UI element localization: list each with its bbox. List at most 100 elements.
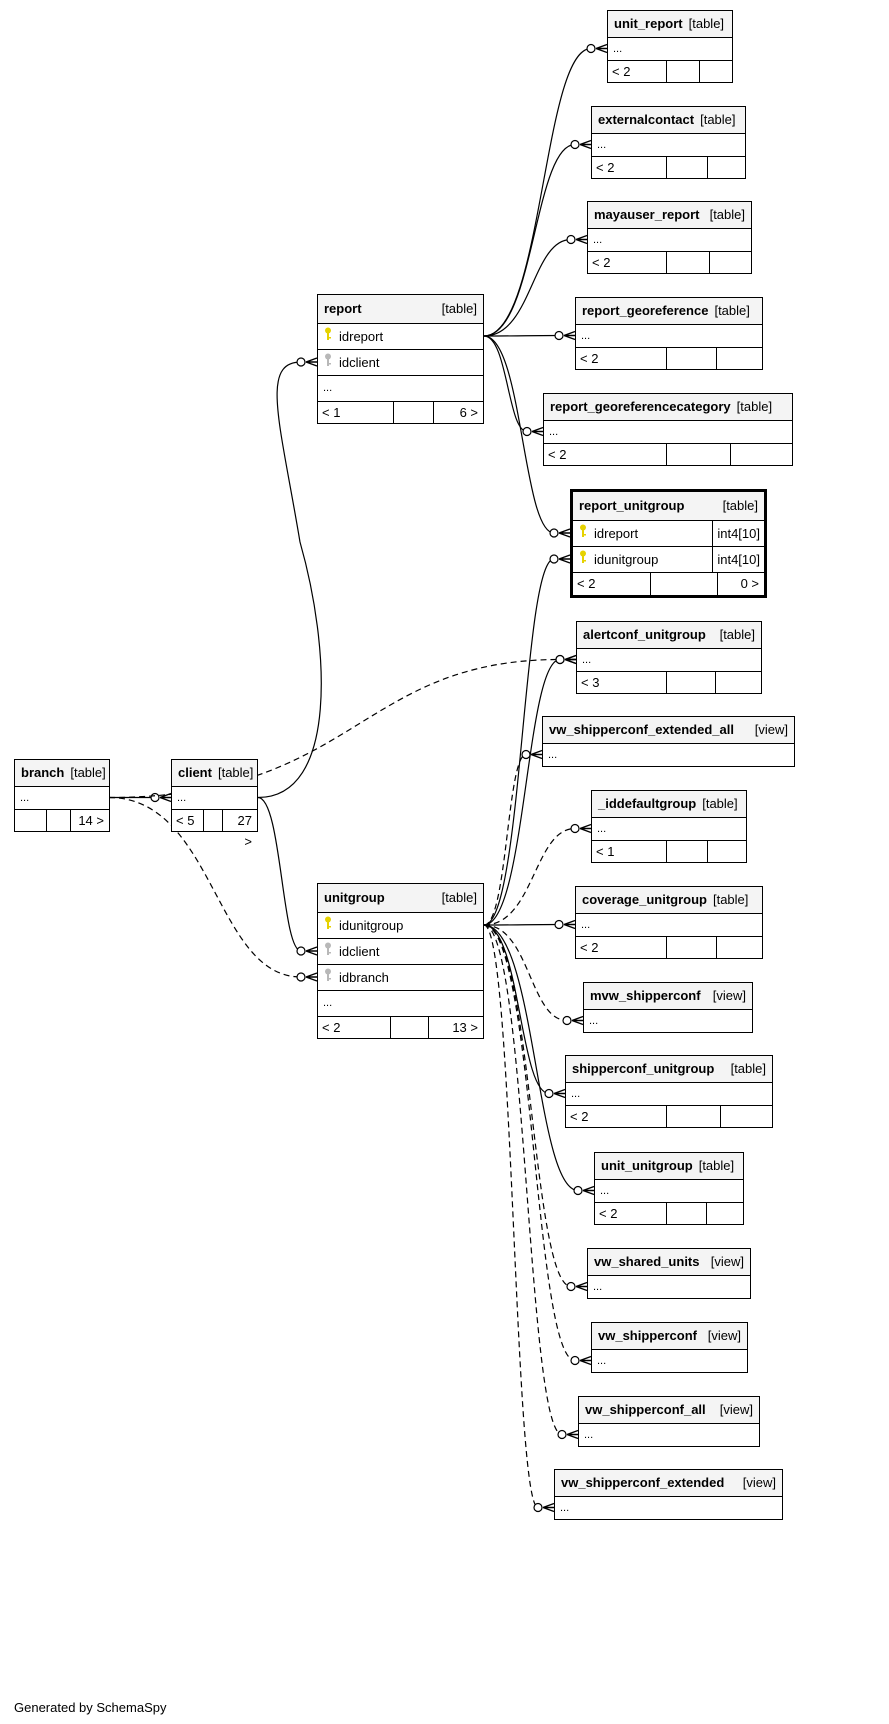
relationship-line-client-to-report [257,361,322,799]
parents-count: < 2 [577,576,596,591]
relationship-line-unitgroup-to-mvw-shipperconf [483,924,568,1022]
children-count: 6 > [433,402,483,423]
table-report-georeferencecategory[interactable]: report_georeferencecategory[table]... < 2 [543,393,793,466]
crows-foot-marker [579,139,592,150]
crows-foot-marker [563,330,576,341]
children-count: 14 > [70,810,109,831]
table-type: [view] [742,1475,776,1490]
optional-circle-marker [533,1502,543,1513]
parents-count: < 2 [596,160,615,175]
table-unit-unitgroup[interactable]: unit_unitgroup[table]...< 2 [594,1152,744,1225]
optional-circle-marker [570,139,580,150]
children-count: 27 > [222,810,257,849]
children-count: 0 > [717,573,764,595]
relationship-line-unitgroup-to-vw-shipperconf-all [483,924,563,1436]
table-footer: < 2 [588,251,751,273]
table-name: vw_shipperconf_extended [561,1475,725,1490]
ellipsis-row: ... [172,786,257,809]
parents-count: < 2 [548,447,567,462]
parents-count [15,810,46,831]
table-vw-shared-units[interactable]: vw_shared_units[view]... [587,1248,751,1299]
table-type: [table] [70,765,106,780]
table-name: client [178,765,212,780]
table-name: mayauser_report [594,207,700,222]
parents-count: < 3 [581,675,600,690]
children-count [715,672,761,693]
table-name: report_unitgroup [579,498,685,513]
parents-count: < 2 [570,1109,589,1124]
crows-foot-marker [566,1429,579,1440]
table-name: shipperconf_unitgroup [572,1061,715,1076]
table-name: branch [21,765,65,780]
table-externalcontact[interactable]: externalcontact[table]...< 2 [591,106,746,179]
table-shipperconf-unitgroup[interactable]: shipperconf_unitgroup[table]...< 2 [565,1055,773,1128]
table-footer: < 2 0 > [573,572,764,595]
table-vw-shipperconf-extended-all[interactable]: vw_shipperconf_extended_all[view]... [542,716,795,767]
table-type: [table] [722,498,758,513]
footer-spacer [666,61,699,82]
parents-count: < 2 [580,351,599,366]
optional-circle-marker [555,654,565,665]
footer-spacer [390,1017,428,1038]
primary-key-icon [323,324,333,349]
table-type: [table] [712,892,749,907]
ellipsis-row: ... [544,420,792,443]
table-vw-shipperconf-all[interactable]: vw_shipperconf_all[view]... [578,1396,760,1447]
relationship-line-unitgroup-to-vw-shipperconf-extended-all [483,753,527,926]
table-header: report_unitgroup [table] [573,492,764,520]
table-type: [table] [700,112,736,127]
table-unit-report[interactable]: unit_report[table]...< 2 [607,10,733,83]
table-mayauser-report[interactable]: mayauser_report[table]...< 2 [587,201,752,274]
table-vw-shipperconf[interactable]: vw_shipperconf[view]... [591,1322,748,1373]
table-name: unit_unitgroup [601,1158,693,1173]
table-name: vw_shared_units [594,1254,700,1269]
table-header: vw_shared_units[view] [588,1249,750,1275]
relationship-line-report-to-mayauser-report [483,238,572,337]
table--iddefaultgroup[interactable]: _iddefaultgroup[table]...< 1 [591,790,747,863]
primary-key-icon [323,913,333,938]
column-row: idunitgroup [318,912,483,938]
optional-circle-marker [573,1185,583,1196]
table-vw-shipperconf-extended[interactable]: vw_shipperconf_extended[view]... [554,1469,783,1520]
optional-circle-marker [522,426,532,437]
ellipsis-row: ... [584,1009,752,1032]
ellipsis-row: ... [576,324,762,347]
relationship-line-unitgroup-to-unit-unitgroup [483,924,579,1192]
table-header: _iddefaultgroup[table] [592,791,746,817]
table-branch[interactable]: branch[table]...14 > [14,759,110,832]
column-type: int4[10] [712,521,764,546]
table-header: vw_shipperconf[view] [592,1323,747,1349]
footer-spacer [666,348,716,369]
table-header: report_georeference[table] [576,298,762,324]
children-count [709,252,751,273]
table-footer: < 1 [592,840,746,862]
table-coverage-unitgroup[interactable]: coverage_unitgroup[table]...< 2 [575,886,763,959]
table-mvw-shipperconf[interactable]: mvw_shipperconf[view]... [583,982,753,1033]
optional-circle-marker [554,919,564,930]
foreign-key-icon [323,939,333,964]
relationship-line-client-to-unitgroup [257,796,302,952]
crows-foot-marker [579,823,592,834]
footer-spacer [203,810,222,831]
table-header: report_georeferencecategory[table] [544,394,792,420]
table-report-georeference[interactable]: report_georeference[table]... < 2 [575,297,763,370]
optional-circle-marker [562,1015,572,1026]
table-header: vw_shipperconf_all[view] [579,1397,759,1423]
parents-count: < 2 [592,255,611,270]
table-footer: < 2 [608,60,732,82]
ellipsis-row: ... [318,375,483,401]
table-header: alertconf_unitgroup[table] [577,622,761,648]
table-alertconf-unitgroup[interactable]: alertconf_unitgroup[table]...< 3 [576,621,762,694]
parents-count: < 1 [596,844,615,859]
children-count [707,157,745,178]
table-header: report[table] [318,295,483,323]
parents-count: < 1 [322,405,341,420]
optional-circle-marker [549,554,559,564]
